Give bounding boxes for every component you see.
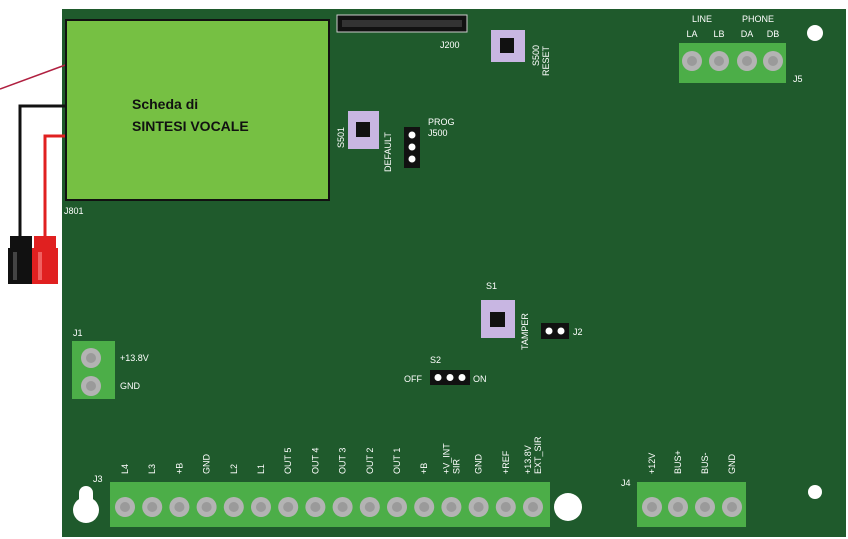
s2-off-label: OFF xyxy=(404,374,422,384)
j3-screw-15[interactable] xyxy=(495,497,516,517)
mounting-hole-j3-right xyxy=(554,493,582,521)
j4-screw-4[interactable] xyxy=(722,497,742,517)
j5-pin-label-4: DB xyxy=(767,29,780,39)
j3-screw-6[interactable] xyxy=(251,497,271,517)
j3-screw-2[interactable] xyxy=(142,497,163,517)
j3-pin-label-11: OUT 1 xyxy=(392,448,402,474)
j3-screw-12[interactable] xyxy=(414,497,435,517)
j3-pin-label-7: OUT 5 xyxy=(283,448,293,474)
s2-ref: S2 xyxy=(430,355,441,365)
j1-pin-label-1: +13.8V xyxy=(120,353,149,363)
j4-pin-label-1: +12V xyxy=(647,453,657,474)
s1-tamper-button[interactable] xyxy=(481,300,515,338)
j1-ref: J1 xyxy=(73,328,83,338)
j1-screw-2[interactable] xyxy=(81,376,101,396)
j4-ref: J4 xyxy=(621,478,631,488)
j1-pin-label-2: GND xyxy=(120,381,141,391)
j2-jumper[interactable] xyxy=(541,323,569,339)
j3-pin-label-6: L1 xyxy=(256,464,266,474)
s1-label: TAMPER xyxy=(520,313,530,350)
j3-pin-label-15: +REF xyxy=(501,450,511,474)
mounting-hole-bottom-left xyxy=(73,486,99,523)
mounting-hole-bottom-right xyxy=(808,485,822,499)
j200-ref: J200 xyxy=(440,40,460,50)
j4-screw-3[interactable] xyxy=(695,497,715,517)
j3-screw-16[interactable] xyxy=(523,497,543,517)
j3-pin-label-16: +13.8VEXT_SIR xyxy=(523,436,543,474)
s500-ref: S500 xyxy=(531,45,541,66)
voice-module-title-line2: SINTESI VOCALE xyxy=(132,118,249,134)
s2-jumper-switch[interactable] xyxy=(430,370,470,385)
j3-pin-label-14: GND xyxy=(474,454,484,475)
voice-module-wires xyxy=(0,63,69,248)
j3-pin-label-3: +B xyxy=(174,463,184,474)
j3-screw-8[interactable] xyxy=(305,497,326,517)
j4-screw-2[interactable] xyxy=(668,497,688,517)
black-connector-plug xyxy=(8,236,34,284)
mounting-hole-top-right xyxy=(807,25,823,41)
s501-label: DEFAULT xyxy=(383,132,393,172)
j3-screw-1[interactable] xyxy=(115,497,135,517)
voice-module-board xyxy=(65,19,330,201)
j3-screw-11[interactable] xyxy=(387,497,407,517)
s501-default-button[interactable] xyxy=(348,111,379,149)
red-connector-plug xyxy=(32,236,58,284)
j5-screw-2[interactable] xyxy=(709,51,729,71)
j5-pin-label-2: LB xyxy=(713,29,724,39)
j4-pin-label-3: BUS- xyxy=(700,452,710,474)
j4-screw-1[interactable] xyxy=(642,497,662,517)
j4-pin-label-4: GND xyxy=(727,454,737,475)
j3-pin-label-5: L2 xyxy=(229,464,239,474)
j5-pin-label-3: DA xyxy=(741,29,754,39)
j5-line-label: LINE xyxy=(692,14,712,24)
j3-screw-14[interactable] xyxy=(468,497,489,517)
s2-on-label: ON xyxy=(473,374,487,384)
j500-prog-jumper[interactable] xyxy=(404,127,420,168)
j3-pin-label-12: +B xyxy=(419,463,429,474)
j5-phone-label: PHONE xyxy=(742,14,774,24)
j3-pin-label-9: OUT 3 xyxy=(338,448,348,474)
j3-screw-13[interactable] xyxy=(441,497,462,517)
j5-screw-3[interactable] xyxy=(737,51,757,71)
s500-reset-button[interactable] xyxy=(491,30,525,62)
j4-pin-label-2: BUS+ xyxy=(673,450,683,474)
j5-screw-4[interactable] xyxy=(763,51,783,71)
s501-ref: S501 xyxy=(336,127,346,148)
j3-pin-label-2: L3 xyxy=(147,464,157,474)
j3-pin-label-4: GND xyxy=(202,454,212,475)
j3-ref: J3 xyxy=(93,474,103,484)
j1-screw-1[interactable] xyxy=(81,348,101,368)
voice-module-title-line1: Scheda di xyxy=(132,96,198,112)
j3-screw-10[interactable] xyxy=(359,497,380,517)
j3-pin-label-13: +V_INTSIR xyxy=(441,443,461,474)
j5-pin-label-1: LA xyxy=(686,29,697,39)
j801-ref: J801 xyxy=(64,206,84,216)
j500-prog-label: PROG xyxy=(428,117,455,127)
j3-pin-label-10: OUT 2 xyxy=(365,448,375,474)
j5-screw-1[interactable] xyxy=(682,51,702,71)
j2-ref: J2 xyxy=(573,327,583,337)
s500-label: RESET xyxy=(541,45,551,76)
j3-pin-label-1: L4 xyxy=(120,464,130,474)
j3-screw-5[interactable] xyxy=(223,497,244,517)
j500-ref: J500 xyxy=(428,128,448,138)
j3-pin-label-8: OUT 4 xyxy=(310,448,320,474)
j3-screw-9[interactable] xyxy=(332,497,353,517)
s1-ref: S1 xyxy=(486,281,497,291)
j3-screw-4[interactable] xyxy=(196,497,217,517)
j5-ref: J5 xyxy=(793,74,803,84)
j3-screw-7[interactable] xyxy=(278,497,299,517)
j3-screw-3[interactable] xyxy=(169,497,190,517)
